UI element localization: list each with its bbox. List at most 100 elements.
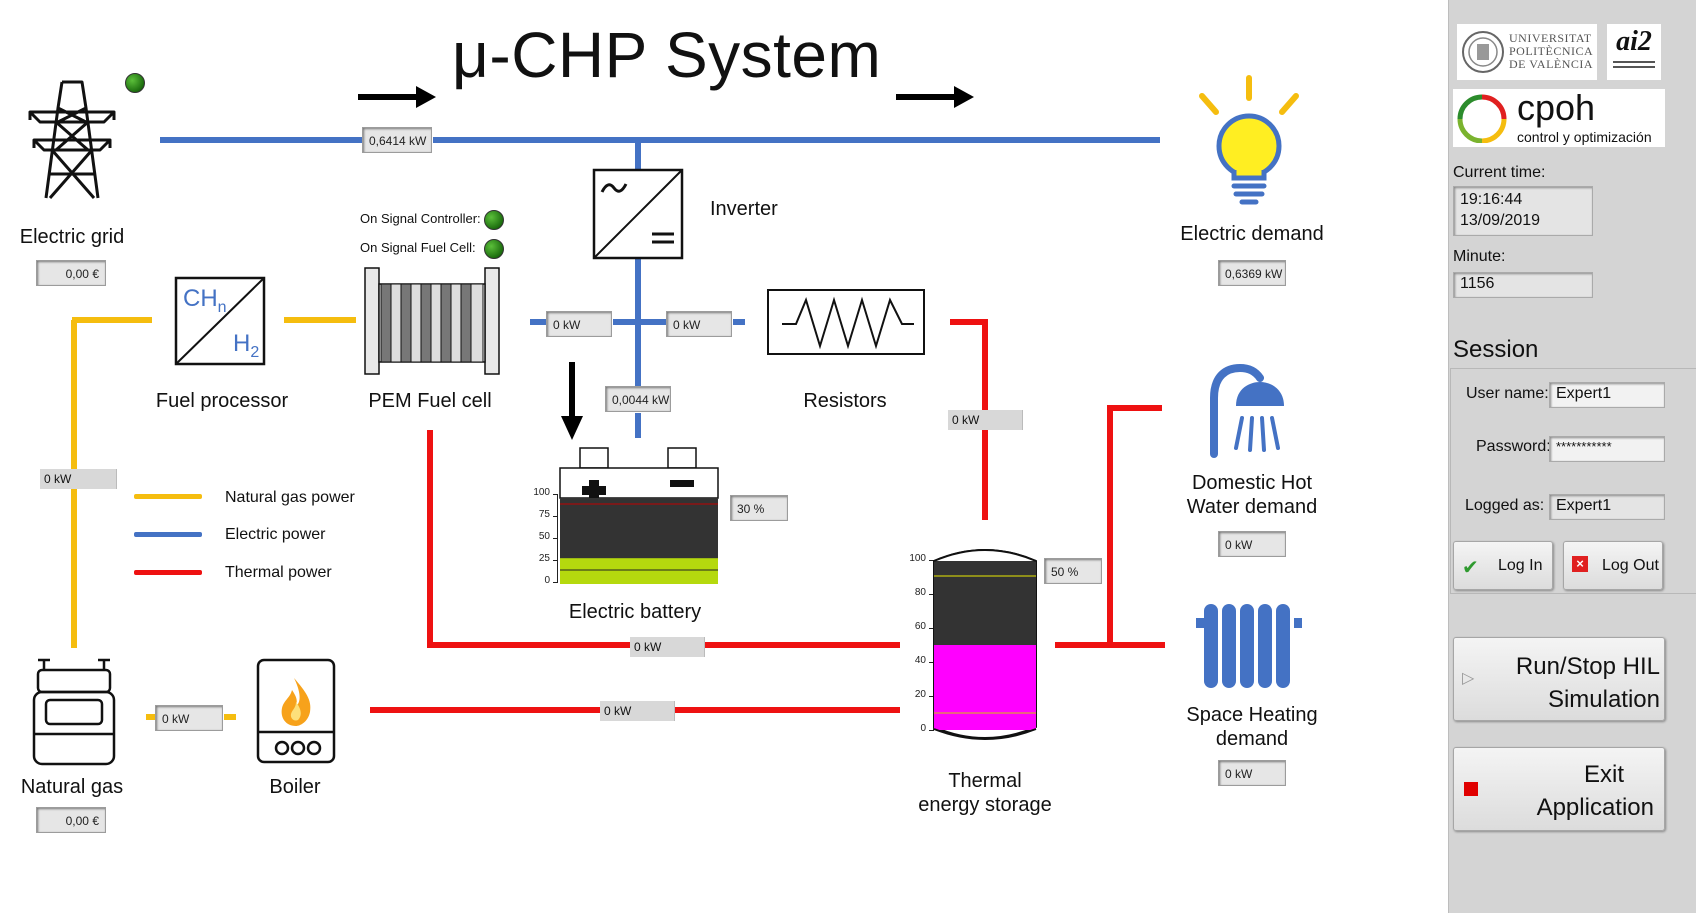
inverter-left-flow-indicator: 0 kW [546,311,612,337]
ai2-text: ai2 [1616,26,1652,57]
dhw-demand-label-line2: Water demand [1186,496,1318,518]
login-button-label: Log In [1498,557,1543,574]
checkmark-icon: ✔ [1462,557,1479,579]
legend-gas-line [134,494,202,499]
space-heating-indicator: 0 kW [1218,760,1286,786]
battery-flow-indicator: 0,0044 kW [605,386,671,412]
run-stop-label-line1: Run/Stop HIL [1515,653,1660,680]
natural-gas-flow: 0 kW [40,469,117,489]
minute-label: Minute: [1453,248,1506,265]
radiator-icon [1196,604,1302,688]
legend-electric-text: Electric power [225,526,326,543]
storage-scale-tick-label: 20 [914,689,926,700]
storage-scale-tick-mark [929,594,934,595]
battery-scale-tick-label: 50 [538,531,550,542]
storage-level-indicator: 50 % [1044,558,1102,584]
space-heating-label-line1: Space Heating [1186,704,1318,726]
battery-scale-tick-mark [553,538,558,539]
boiler-gas-flow-indicator: 0 kW [155,705,223,731]
cpoh-text: cpoh [1517,87,1596,128]
boiler-label: Boiler [269,776,321,798]
lightbulb-icon [1199,75,1299,205]
thermal-storage-label: Thermal energy storage [905,769,1065,817]
run-stop-simulation-button[interactable]: ▷ Run/Stop HIL Simulation [1453,637,1665,721]
battery-scale-tick-mark [553,560,558,561]
signal-fuel-cell-label: On Signal Fuel Cell: [360,240,476,255]
legend-thermal-text: Thermal power [225,564,332,581]
arrow-down-icon-battery [561,362,583,440]
page-title: μ-CHP System [452,19,882,91]
close-icon: × [1572,556,1588,572]
upv-seal-icon [1462,31,1504,73]
session-panel [1450,368,1696,594]
session-label: Session [1453,336,1539,363]
battery-soc-indicator: 30 % [730,495,788,521]
legend-gas-text: Natural gas power [225,489,355,506]
inverter-label: Inverter [710,198,778,220]
resistor-icon [767,289,925,355]
fuel-processor-ch-label: CHn [183,285,227,317]
storage-scale-tick-label: 40 [914,655,926,666]
space-heating-label: Space Heating demand [1172,703,1332,751]
shower-icon [1210,363,1284,458]
upv-line3: DE VALÈNCIA [1509,57,1594,71]
electric-demand-label: Electric demand [1180,223,1324,245]
ch-subscript: n [217,298,227,316]
exit-application-button[interactable]: Exit Application [1453,747,1665,831]
inverter-icon [592,168,684,260]
thermal-storage-icon [933,549,1037,743]
storage-level-fill [934,645,1036,730]
signal-fuel-cell-led [484,239,504,259]
natural-gas-label: Natural gas [20,776,124,798]
password-field[interactable]: *********** [1549,436,1665,462]
dhw-demand-label-line1: Domestic Hot [1191,472,1313,494]
ai2-small-print [1613,61,1655,63]
h-text: H [233,330,251,357]
storage-scale-tick-label: 0 [920,723,926,734]
battery-scale-tick-mark [553,516,558,517]
battery-label: Electric battery [568,601,702,623]
storage-scale-tick-label: 60 [914,621,926,632]
grid-power-indicator: 0,6414 kW [362,127,432,153]
logged-as-field: Expert1 [1549,494,1665,520]
dhw-demand-label: Domestic Hot Water demand [1172,471,1332,519]
logout-button-label: Log Out [1602,557,1659,574]
boiler-icon [256,658,336,764]
fuel-processor-icon [174,276,266,366]
current-time-display: 19:16:44 13/09/2019 [1453,186,1593,236]
run-stop-label: Run/Stop HIL Simulation [1474,650,1666,716]
legend-thermal-line [134,570,202,575]
signal-controller-label: On Signal Controller: [360,211,481,226]
fuel-processor-h2-label: H2 [233,330,259,362]
upv-logo: UNIVERSITAT POLITÈCNICA DE VALÈNCIA [1457,24,1597,80]
grid-status-led [125,73,145,93]
username-label: User name: [1466,385,1549,402]
battery-scale-tick-mark [553,494,558,495]
resistors-thermal-flow: 0 kW [948,410,1023,430]
stop-icon [1464,782,1478,796]
storage-scale-tick-label: 80 [914,587,926,598]
login-button[interactable]: ✔ Log In [1453,541,1553,590]
upv-text: UNIVERSITAT POLITÈCNICA DE VALÈNCIA [1509,32,1593,71]
storage-scale-tick-mark [929,696,934,697]
h-subscript: 2 [250,343,260,361]
thermal-storage-label-line1: Thermal [948,770,1022,792]
arrow-right-icon-left [358,86,436,108]
battery-scale-tick-label: 100 [533,487,550,498]
fuel-processor-label: Fuel processor [155,390,289,412]
battery-scale-axis [557,494,558,582]
inverter-right-flow-indicator: 0 kW [666,311,732,337]
username-field[interactable]: Expert1 [1549,382,1665,408]
fuel-cell-thermal-flow: 0 kW [630,637,705,657]
battery-icon [559,447,719,584]
exit-label-line2: Application [1536,794,1654,821]
thermal-line-fuel-cell [427,430,900,648]
battery-scale-tick-label: 25 [538,553,550,564]
logout-button[interactable]: × Log Out [1563,541,1663,590]
storage-scale-tick-mark [929,560,934,561]
cpoh-subtext: control y optimización [1517,129,1652,145]
thermal-storage-label-line2: energy storage [918,794,1052,816]
resistors-label: Resistors [803,390,887,412]
battery-scale-tick-mark [553,582,558,583]
